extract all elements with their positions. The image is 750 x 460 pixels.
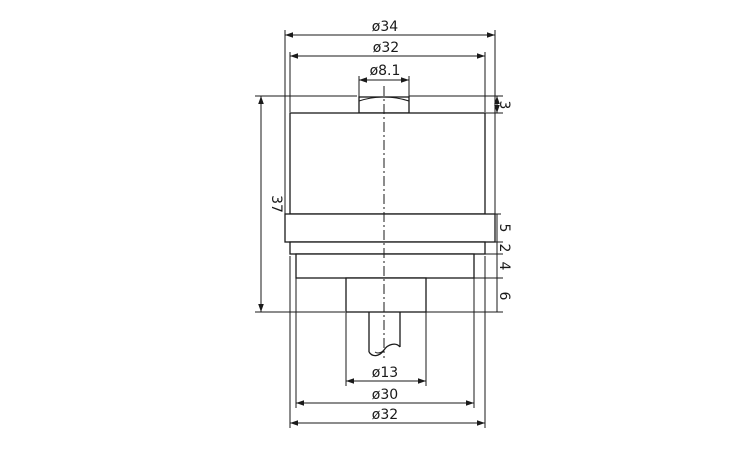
main-cylinder [289,112,486,215]
extension-lines [255,30,503,428]
dim-shaft-diameter: ø13 [372,365,398,381]
dim-disk-height: 4 [496,262,512,271]
part-outline [284,96,496,357]
dim-total-height: 37 [268,195,284,213]
shaft-break-2 [374,349,385,354]
dimension-labels: ø34 ø32 ø8.1 ø13 ø30 ø32 37 3 5 2 4 6 [268,19,512,423]
flange [284,213,496,243]
dim-pin-diameter: ø8.1 [370,63,401,79]
ring [289,241,486,255]
pin-chamfer [358,96,410,102]
dim-hub-height: 6 [496,292,512,301]
dim-disk-diameter: ø30 [372,387,398,403]
dim-pin-height: 3 [496,101,512,110]
dimension-lines [258,32,501,426]
dim-bottom-diameter-32: ø32 [372,407,398,423]
lower-disk [295,253,475,279]
hub [345,277,427,313]
dim-ring-height: 2 [496,244,512,253]
shaft [368,312,401,352]
dim-top-diameter-32: ø32 [373,40,399,56]
dim-flange-height: 5 [496,224,512,233]
dim-top-diameter-34: ø34 [372,19,398,35]
